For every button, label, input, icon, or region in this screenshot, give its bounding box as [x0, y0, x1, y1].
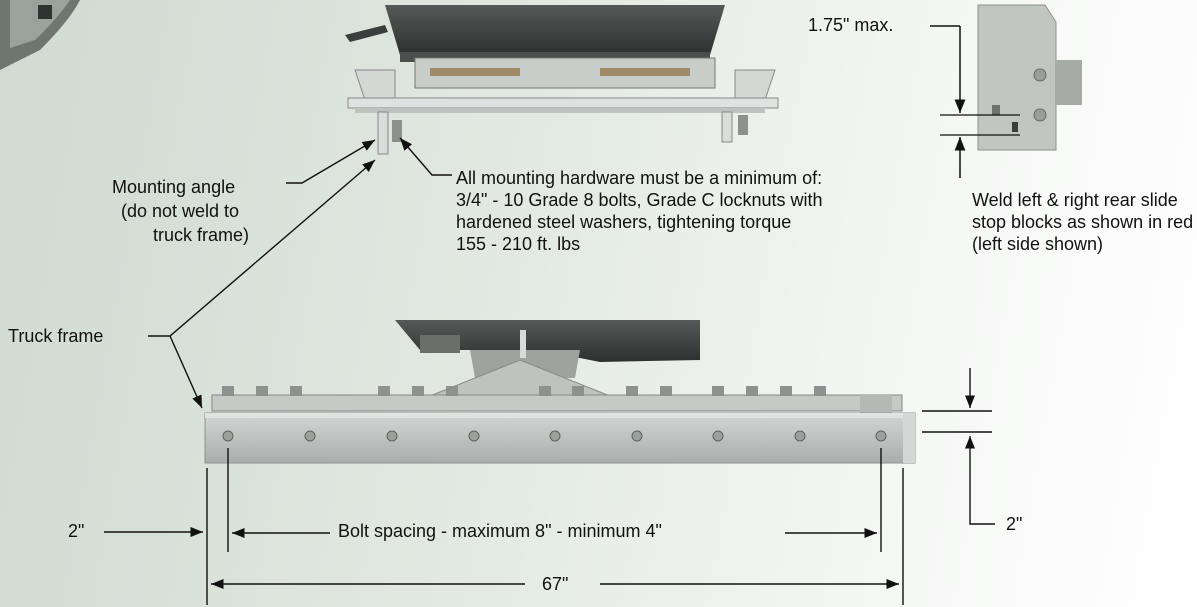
- frame-bolt-hole: [222, 430, 234, 442]
- frame-bolt-hole: [549, 430, 561, 442]
- mounting-angle-note-line-2: truck frame): [153, 225, 250, 245]
- frame-bolt-hole: [304, 430, 316, 442]
- rail-bolt: [660, 386, 672, 396]
- rail-bolt: [814, 386, 826, 396]
- hitch-side-view: [395, 320, 700, 401]
- bolt-spacing-label: Bolt spacing - maximum 8" - minimum 4": [338, 521, 662, 541]
- rail-bolts: [222, 386, 826, 396]
- frame-bolt-hole: [712, 430, 724, 442]
- weld-note: Weld left & right rear slide stop blocks…: [972, 190, 1194, 254]
- truck-frame-label: Truck frame: [8, 326, 104, 346]
- frame-bolt-holes: [222, 430, 887, 442]
- corner-photo-fragment: [0, 0, 80, 70]
- rail-bolt: [412, 386, 424, 396]
- rail-bolt: [378, 386, 390, 396]
- rail-bolt: [539, 386, 551, 396]
- slider-rail: [211, 394, 903, 415]
- frame-bolt-hole: [794, 430, 806, 442]
- frame-bolt-hole: [386, 430, 398, 442]
- leader-lines: [148, 137, 452, 409]
- frame-bolt-hole: [631, 430, 643, 442]
- hardware-note: All mounting hardware must be a minimum …: [456, 168, 823, 254]
- mounting-angle-note-line-1: (do not weld to: [121, 201, 240, 221]
- rail-bolt: [256, 386, 268, 396]
- slide-stop-detail: [930, 4, 1082, 178]
- rail-bolt: [572, 386, 584, 396]
- rail-bolt: [290, 386, 302, 396]
- edge-distance-right-label: 2": [1006, 514, 1023, 534]
- overall-length-label: 67": [542, 574, 569, 594]
- rail-bolt: [626, 386, 638, 396]
- rail-bolt: [712, 386, 724, 396]
- hitch-end-view: [345, 5, 779, 155]
- edge-distance-left-label: 2": [68, 521, 85, 541]
- dimension-lines: [104, 368, 995, 605]
- rail-bolt: [222, 386, 234, 396]
- rail-bolt: [746, 386, 758, 396]
- frame-bolt-hole: [468, 430, 480, 442]
- frame-bolt-hole: [875, 430, 887, 442]
- max-height-label: 1.75" max.: [808, 15, 894, 35]
- rail-bolt: [780, 386, 792, 396]
- mounting-angle-label: Mounting angle: [112, 177, 236, 197]
- rail-bolt: [446, 386, 458, 396]
